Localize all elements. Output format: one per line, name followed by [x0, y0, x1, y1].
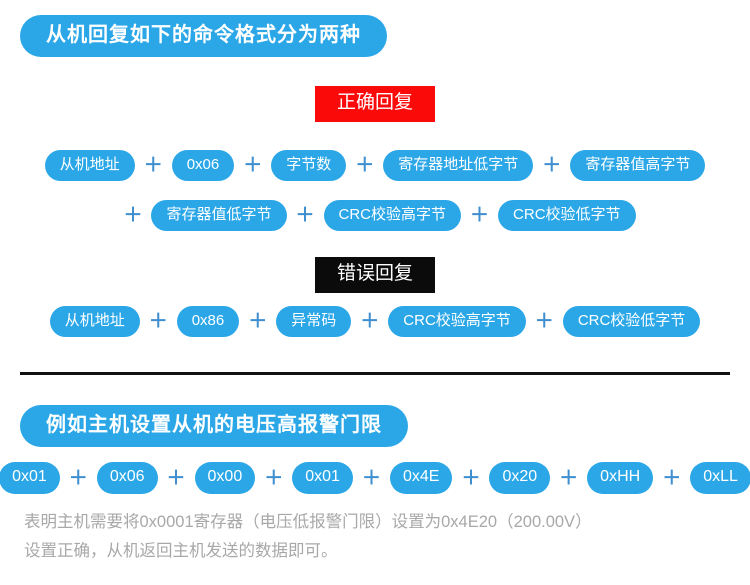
plus-separator-icon: ＋: [295, 205, 315, 227]
plus-separator-icon: ＋: [360, 311, 380, 333]
chip-byte-slave-address: 0x01: [0, 462, 60, 495]
example-note-line-2: 设置正确，从机返回主机发送的数据即可。: [24, 541, 338, 560]
chip-byte-crc-low: 0xLL: [690, 462, 750, 495]
plus-separator-icon: ＋: [355, 155, 375, 177]
chip-byte-function-code: 0x06: [96, 462, 158, 495]
correct-reply-chip-row-1: 从机地址 ＋ 0x06 ＋ 字节数 ＋ 寄存器地址低字节 ＋ 寄存器值高字节: [0, 150, 750, 182]
chip-byte-register-low: 0x01: [292, 462, 353, 495]
chip-crc-low: CRC校验低字节: [562, 306, 701, 338]
chip-register-value-high: 寄存器值高字节: [570, 150, 706, 182]
plus-separator-icon: ＋: [361, 467, 381, 489]
plus-separator-icon: ＋: [148, 311, 168, 333]
example-note-line-1: 表明主机需要将0x0001寄存器（电压低报警门限）设置为0x4E20（200.0…: [24, 513, 592, 531]
correct-reply-chip-row-2: ＋ 寄存器值低字节 ＋ CRC校验高字节 ＋ CRC校验低字节: [0, 200, 750, 232]
chip-register-address-low: 寄存器地址低字节: [383, 150, 534, 182]
plus-separator-icon: ＋: [542, 155, 562, 177]
chip-crc-high: CRC校验高字节: [323, 200, 462, 232]
plus-separator-icon: ＋: [470, 205, 490, 227]
plus-separator-icon: ＋: [264, 467, 284, 489]
plus-separator-icon: ＋: [534, 311, 554, 333]
section-divider: [0, 372, 750, 375]
error-reply-banner-row: 错误回复: [0, 257, 750, 293]
correct-reply-banner-row: 正确回复: [0, 86, 750, 122]
chip-byte-crc-high: 0xHH: [587, 462, 654, 495]
example-note: 表明主机需要将0x0001寄存器（电压低报警门限）设置为0x4E20（200.0…: [0, 508, 750, 566]
chip-error-function-code: 0x86: [176, 306, 240, 338]
plus-separator-icon: ＋: [248, 311, 268, 333]
chip-exception-code: 异常码: [276, 306, 352, 338]
reply-section-heading-wrap: 从机回复如下的命令格式分为两种: [0, 15, 750, 57]
chip-byte-value-low: 0x20: [489, 462, 551, 495]
example-section-heading: 例如主机设置从机的电压高报警门限: [20, 405, 408, 447]
chip-function-code: 0x06: [171, 150, 235, 182]
error-reply-chip-row: 从机地址 ＋ 0x86 ＋ 异常码 ＋ CRC校验高字节 ＋ CRC校验低字节: [0, 306, 750, 338]
chip-crc-high: CRC校验高字节: [388, 306, 526, 338]
chip-crc-low: CRC校验低字节: [498, 200, 636, 232]
reply-section-heading: 从机回复如下的命令格式分为两种: [20, 15, 387, 57]
plus-separator-icon: ＋: [123, 205, 143, 227]
chip-register-value-low: 寄存器值低字节: [151, 200, 287, 232]
chip-byte-count: 字节数: [271, 150, 347, 182]
plus-separator-icon: ＋: [559, 467, 579, 489]
example-section-heading-wrap: 例如主机设置从机的电压高报警门限: [0, 405, 750, 447]
plus-separator-icon: ＋: [143, 155, 163, 177]
plus-separator-icon: ＋: [662, 467, 682, 489]
chip-byte-value-high: 0x4E: [389, 462, 453, 495]
correct-reply-banner: 正确回复: [314, 86, 435, 122]
plus-separator-icon: ＋: [68, 467, 88, 489]
plus-separator-icon: ＋: [166, 467, 186, 489]
error-reply-banner: 错误回复: [314, 257, 435, 293]
example-frame-chip-row: 0x01 ＋ 0x06 ＋ 0x00 ＋ 0x01 ＋ 0x4E ＋ 0x20 …: [0, 462, 750, 495]
chip-slave-address: 从机地址: [49, 306, 140, 338]
plus-separator-icon: ＋: [461, 467, 481, 489]
chip-slave-address: 从机地址: [44, 150, 135, 182]
chip-byte-register-high: 0x00: [194, 462, 256, 495]
plus-separator-icon: ＋: [243, 155, 263, 177]
